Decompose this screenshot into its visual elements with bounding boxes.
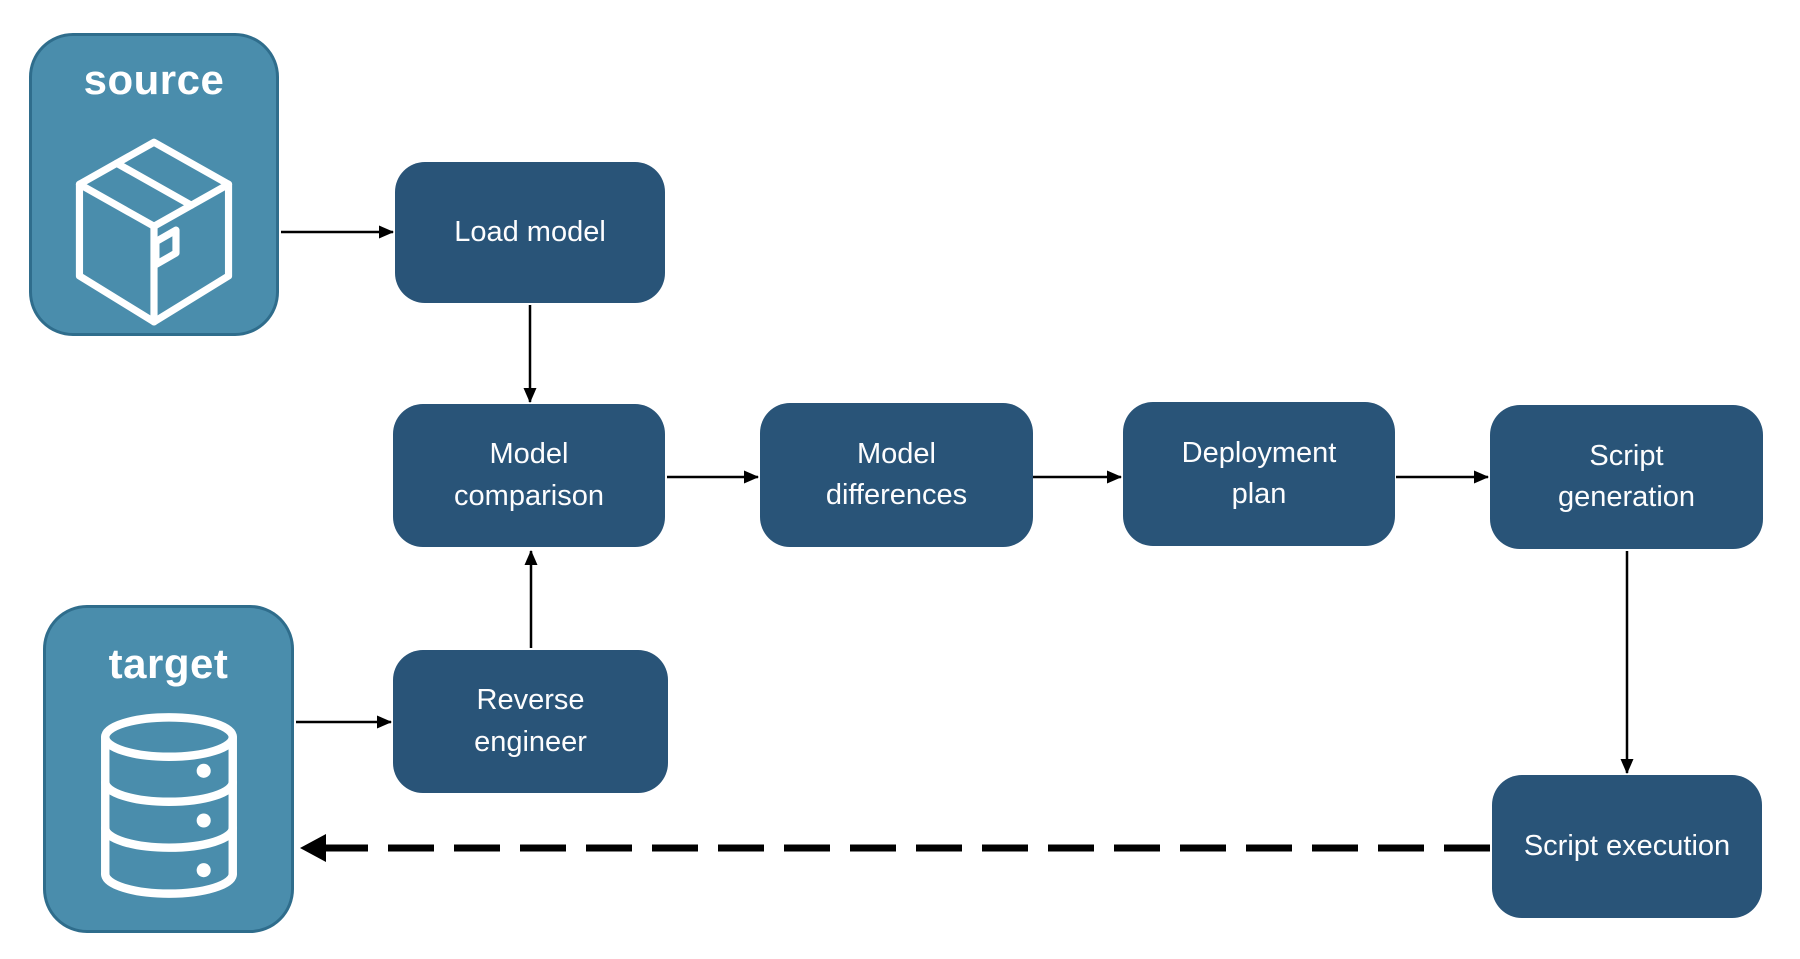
node-script-execution: Script execution	[1492, 775, 1762, 918]
target-container: target	[43, 605, 294, 933]
source-label: source	[83, 56, 225, 103]
node-script-generation-label: Script generation	[1557, 439, 1696, 513]
node-script-execution-label: Script execution	[1523, 829, 1731, 862]
target-label: target	[108, 640, 229, 687]
node-model-comparison: Model comparison	[393, 404, 665, 547]
node-load-model: Load model	[395, 162, 665, 303]
source-container: source	[29, 33, 279, 336]
database-icon	[100, 713, 237, 898]
node-model-differences-label: Model differences	[825, 437, 968, 511]
node-deployment-plan-label: Deployment plan	[1181, 436, 1337, 510]
node-reverse-engineer-label: Reverse engineer	[474, 684, 587, 758]
node-deployment-plan: Deployment plan	[1123, 402, 1395, 546]
node-model-comparison-label: Model comparison	[454, 438, 604, 512]
node-reverse-engineer: Reverse engineer	[393, 650, 668, 793]
node-script-generation: Script generation	[1490, 405, 1763, 549]
package-icon	[75, 138, 233, 326]
node-load-model-label: Load model	[454, 215, 606, 248]
node-model-differences: Model differences	[760, 403, 1033, 547]
